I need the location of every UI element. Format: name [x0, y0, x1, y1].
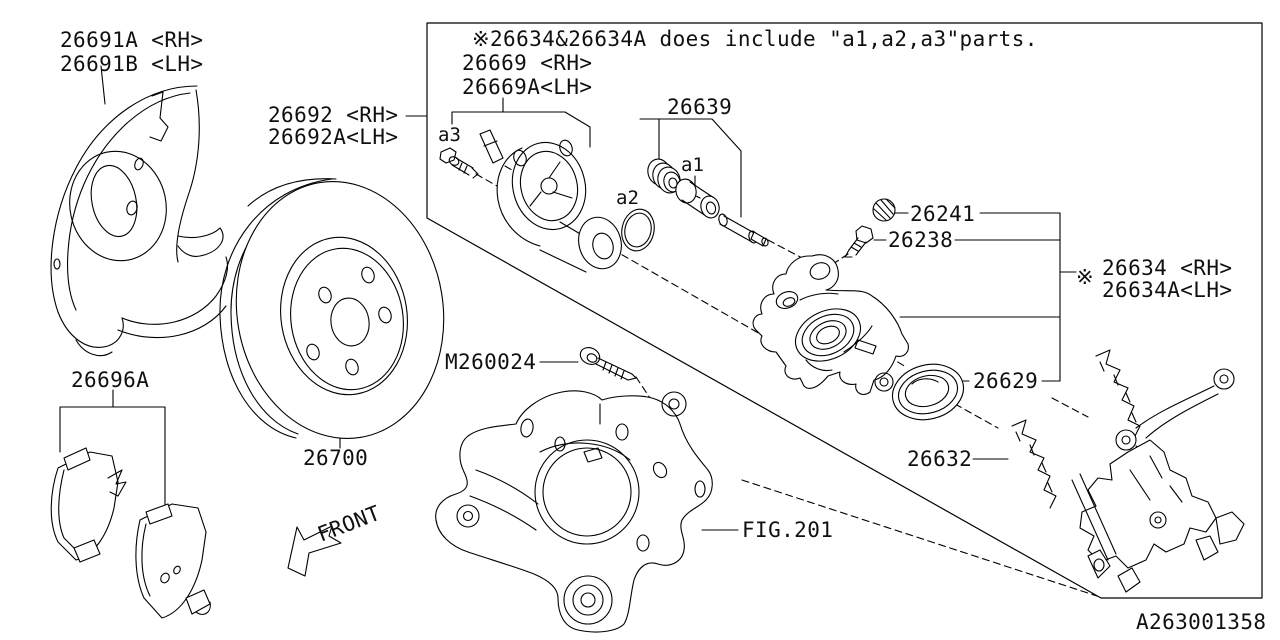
label-bolt: M260024: [445, 350, 536, 374]
label-cap: 26241: [910, 202, 975, 226]
pin-drawing: [479, 129, 504, 164]
label-caliper-body-rh: 26634 <RH>: [1102, 256, 1232, 280]
label-backing-plate-rh: 26691A <RH>: [60, 28, 203, 52]
brake-pads-drawing: [50, 447, 211, 619]
labels: 26691A <RH> 26691B <LH> 26692 <RH> 26692…: [60, 27, 1266, 634]
bolt-drawing: [579, 347, 637, 381]
label-fig-ref: FIG.201: [742, 518, 833, 542]
bushing-a1-drawing: [675, 178, 720, 219]
label-actuator-rh: 26669 <RH>: [462, 51, 592, 75]
label-backing-plate-lh: 26691B <LH>: [60, 52, 203, 76]
label-shim: 26632: [907, 447, 972, 471]
label-air-bleeder: 26238: [888, 228, 953, 252]
label-a3: a3: [438, 124, 461, 146]
label-pin-boot-kit: 26639: [667, 95, 732, 119]
support-bracket-drawing: [1071, 368, 1245, 593]
label-caliper-kit-lh: 26692A<LH>: [268, 125, 398, 149]
front-arrow: [287, 525, 342, 577]
bleeder-screw-a3-drawing: [439, 147, 479, 179]
label-drawing-code: A263001358: [1136, 610, 1266, 634]
caliper-body-drawing: [752, 254, 909, 395]
label-caliper-body-lh: 26634A<LH>: [1102, 278, 1232, 302]
leader-lines: [59, 65, 1077, 531]
label-piston-boot: 26629: [973, 369, 1038, 393]
label-a2: a2: [616, 187, 639, 209]
label-caliper-kit-rh: 26692 <RH>: [268, 103, 398, 127]
label-a1: a1: [681, 154, 704, 176]
cap-drawing: [872, 198, 896, 222]
air-bleeder-drawing: [844, 225, 874, 258]
label-front: FRONT: [314, 501, 383, 547]
knuckle-drawing: [435, 390, 713, 633]
label-note: ※26634&26634A does include "a1,a2,a3"par…: [472, 27, 1038, 51]
piston-assembly-drawing: [496, 139, 622, 273]
slide-pin-drawing: [718, 213, 769, 247]
pin-boot-drawing: [647, 158, 681, 194]
brake-disc-drawing: [219, 178, 445, 439]
backing-plate-drawing: [50, 85, 229, 357]
label-caliper-body-refmark: ※: [1076, 265, 1094, 289]
o-ring-a2-drawing: [621, 208, 655, 252]
assembly-box: [426, 22, 1263, 599]
piston-boot-drawing: [891, 363, 965, 421]
label-actuator-lh: 26669A<LH>: [462, 75, 592, 99]
label-rotor: 26700: [303, 446, 368, 470]
label-pad-kit: 26696A: [71, 368, 149, 392]
